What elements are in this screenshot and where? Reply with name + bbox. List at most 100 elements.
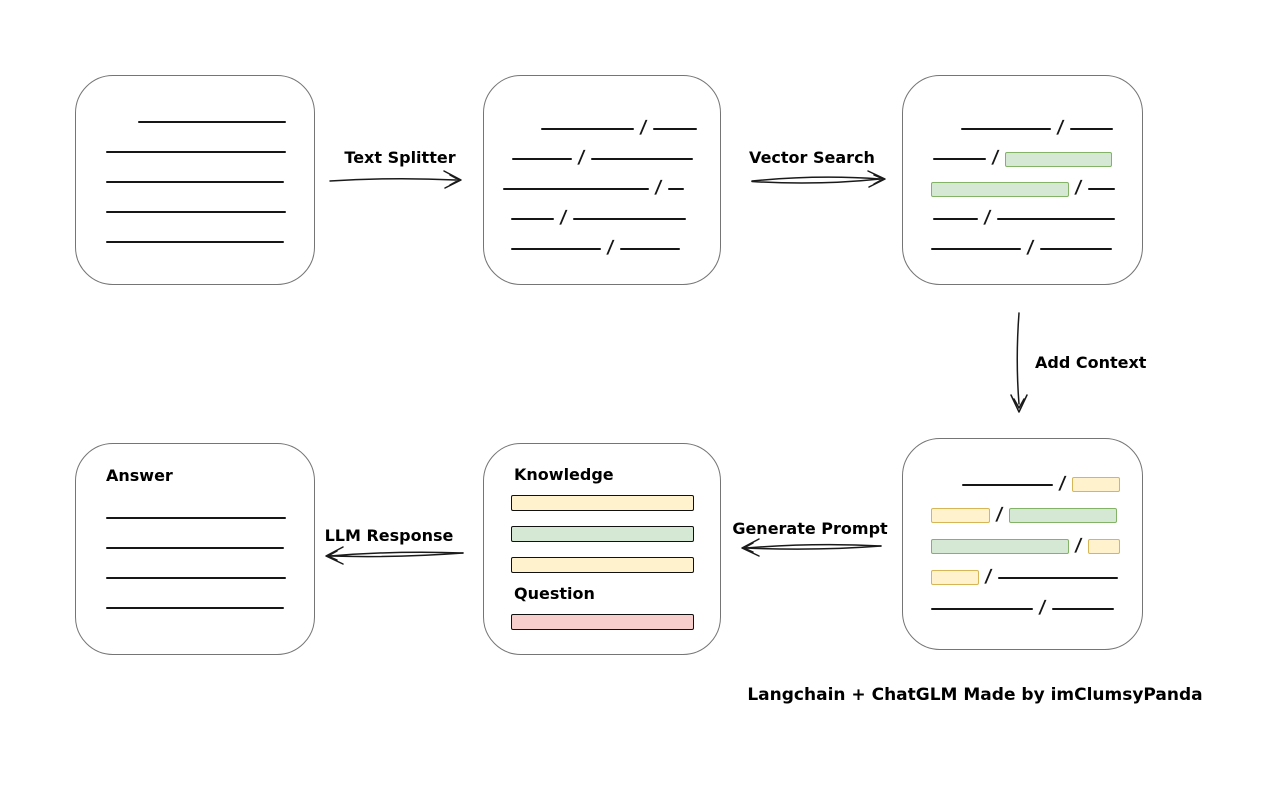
chunk-row: / (903, 144, 1142, 174)
text-line (106, 181, 284, 183)
answer-box: Answer (75, 443, 315, 655)
green-bar (511, 526, 694, 542)
text-line (997, 576, 1118, 579)
vector-search-arrow (751, 170, 886, 188)
text-line (572, 218, 686, 220)
green-highlight-chunk (1004, 151, 1112, 167)
document-box (75, 75, 315, 285)
text-line (512, 158, 572, 160)
yellow-bar (511, 557, 694, 573)
answer-label: Answer (106, 466, 173, 485)
slash-separator: / (1073, 534, 1083, 556)
split-chunks-box: / / / / / (483, 75, 721, 285)
text-line (1039, 248, 1112, 250)
llm-response-arrow (325, 546, 464, 565)
chunk-row: / (484, 114, 720, 144)
slash-separator: / (1025, 237, 1035, 258)
chunk-row: / (484, 144, 720, 174)
chunk-row (76, 137, 314, 167)
yellow-highlight-chunk (931, 508, 990, 523)
slash-separator: / (558, 207, 568, 228)
llm-response-label: LLM Response (324, 526, 454, 545)
green-highlight-chunk (1008, 508, 1117, 523)
chunk-row: / (484, 204, 720, 234)
slash-separator: / (605, 237, 615, 258)
chunk-row: / (484, 234, 720, 264)
answer-lines (76, 503, 314, 623)
slash-separator: / (638, 117, 648, 138)
question-bars (511, 614, 694, 630)
generate-prompt-arrow (741, 538, 882, 557)
text-line (541, 128, 634, 130)
slash-separator: / (653, 177, 663, 198)
document-lines (76, 107, 314, 257)
vector-search-result-box: / / / / / (902, 75, 1143, 285)
text-line (931, 248, 1021, 250)
green-highlight-chunk (931, 181, 1069, 197)
add-context-label: Add Context (1035, 353, 1147, 372)
chunk-lines: / / / / / (484, 114, 720, 264)
context-chunks-box: / / / / / (902, 438, 1143, 650)
text-line (106, 577, 286, 579)
slash-separator: / (576, 147, 586, 168)
slash-separator: / (1055, 117, 1065, 138)
text-line (996, 218, 1115, 220)
slash-separator: / (1073, 177, 1083, 198)
slash-separator: / (990, 147, 1000, 168)
text-line (511, 218, 554, 220)
chunk-row: / (903, 593, 1142, 624)
text-line (106, 241, 284, 243)
chunk-row: / (903, 531, 1142, 562)
vector-search-label: Vector Search (749, 148, 875, 167)
chunk-row (76, 563, 314, 593)
text-line (590, 158, 693, 160)
red-bar (511, 614, 694, 630)
text-line (962, 483, 1053, 486)
text-line (106, 517, 286, 519)
yellow-highlight-chunk (931, 570, 979, 585)
slash-separator: / (994, 503, 1004, 525)
text-line (511, 248, 601, 250)
knowledge-label: Knowledge (514, 465, 614, 484)
text-line (667, 188, 684, 190)
text-line (961, 128, 1051, 130)
chunk-row: / (903, 204, 1142, 234)
text-line (619, 248, 680, 250)
retrieved-chunk-lines: / / / / / (903, 114, 1142, 264)
text-line (503, 188, 649, 190)
yellow-highlight-chunk (1071, 477, 1120, 492)
chunk-row (76, 533, 314, 563)
text-line (652, 128, 697, 130)
chunk-row: / (903, 174, 1142, 204)
text-line (933, 218, 978, 220)
chunk-row (76, 197, 314, 227)
chunk-row (76, 107, 314, 137)
text-line (138, 121, 286, 123)
text-splitter-arrow (329, 170, 462, 189)
text-splitter-label: Text Splitter (344, 148, 456, 167)
slash-separator: / (982, 207, 992, 228)
credit-text: Langchain + ChatGLM Made by imClumsyPand… (747, 685, 1203, 705)
chunk-row: / (903, 562, 1142, 593)
slash-separator: / (983, 565, 993, 587)
chunk-row (76, 167, 314, 197)
chunk-row: / (903, 469, 1142, 500)
context-chunk-lines: / / / / / (903, 469, 1142, 624)
text-line (1087, 188, 1115, 190)
generate-prompt-label: Generate Prompt (732, 519, 888, 538)
text-line (106, 211, 286, 213)
slash-separator: / (1057, 472, 1067, 494)
chunk-row: / (903, 500, 1142, 531)
chunk-row (76, 227, 314, 257)
yellow-bar (511, 495, 694, 511)
knowledge-bars (511, 495, 694, 573)
chunk-row: / (903, 114, 1142, 144)
text-line (106, 151, 286, 153)
chunk-row (76, 593, 314, 623)
chunk-row: / (484, 174, 720, 204)
text-line (106, 607, 284, 609)
question-label: Question (514, 584, 595, 603)
text-line (1069, 128, 1113, 130)
chunk-row (76, 503, 314, 533)
